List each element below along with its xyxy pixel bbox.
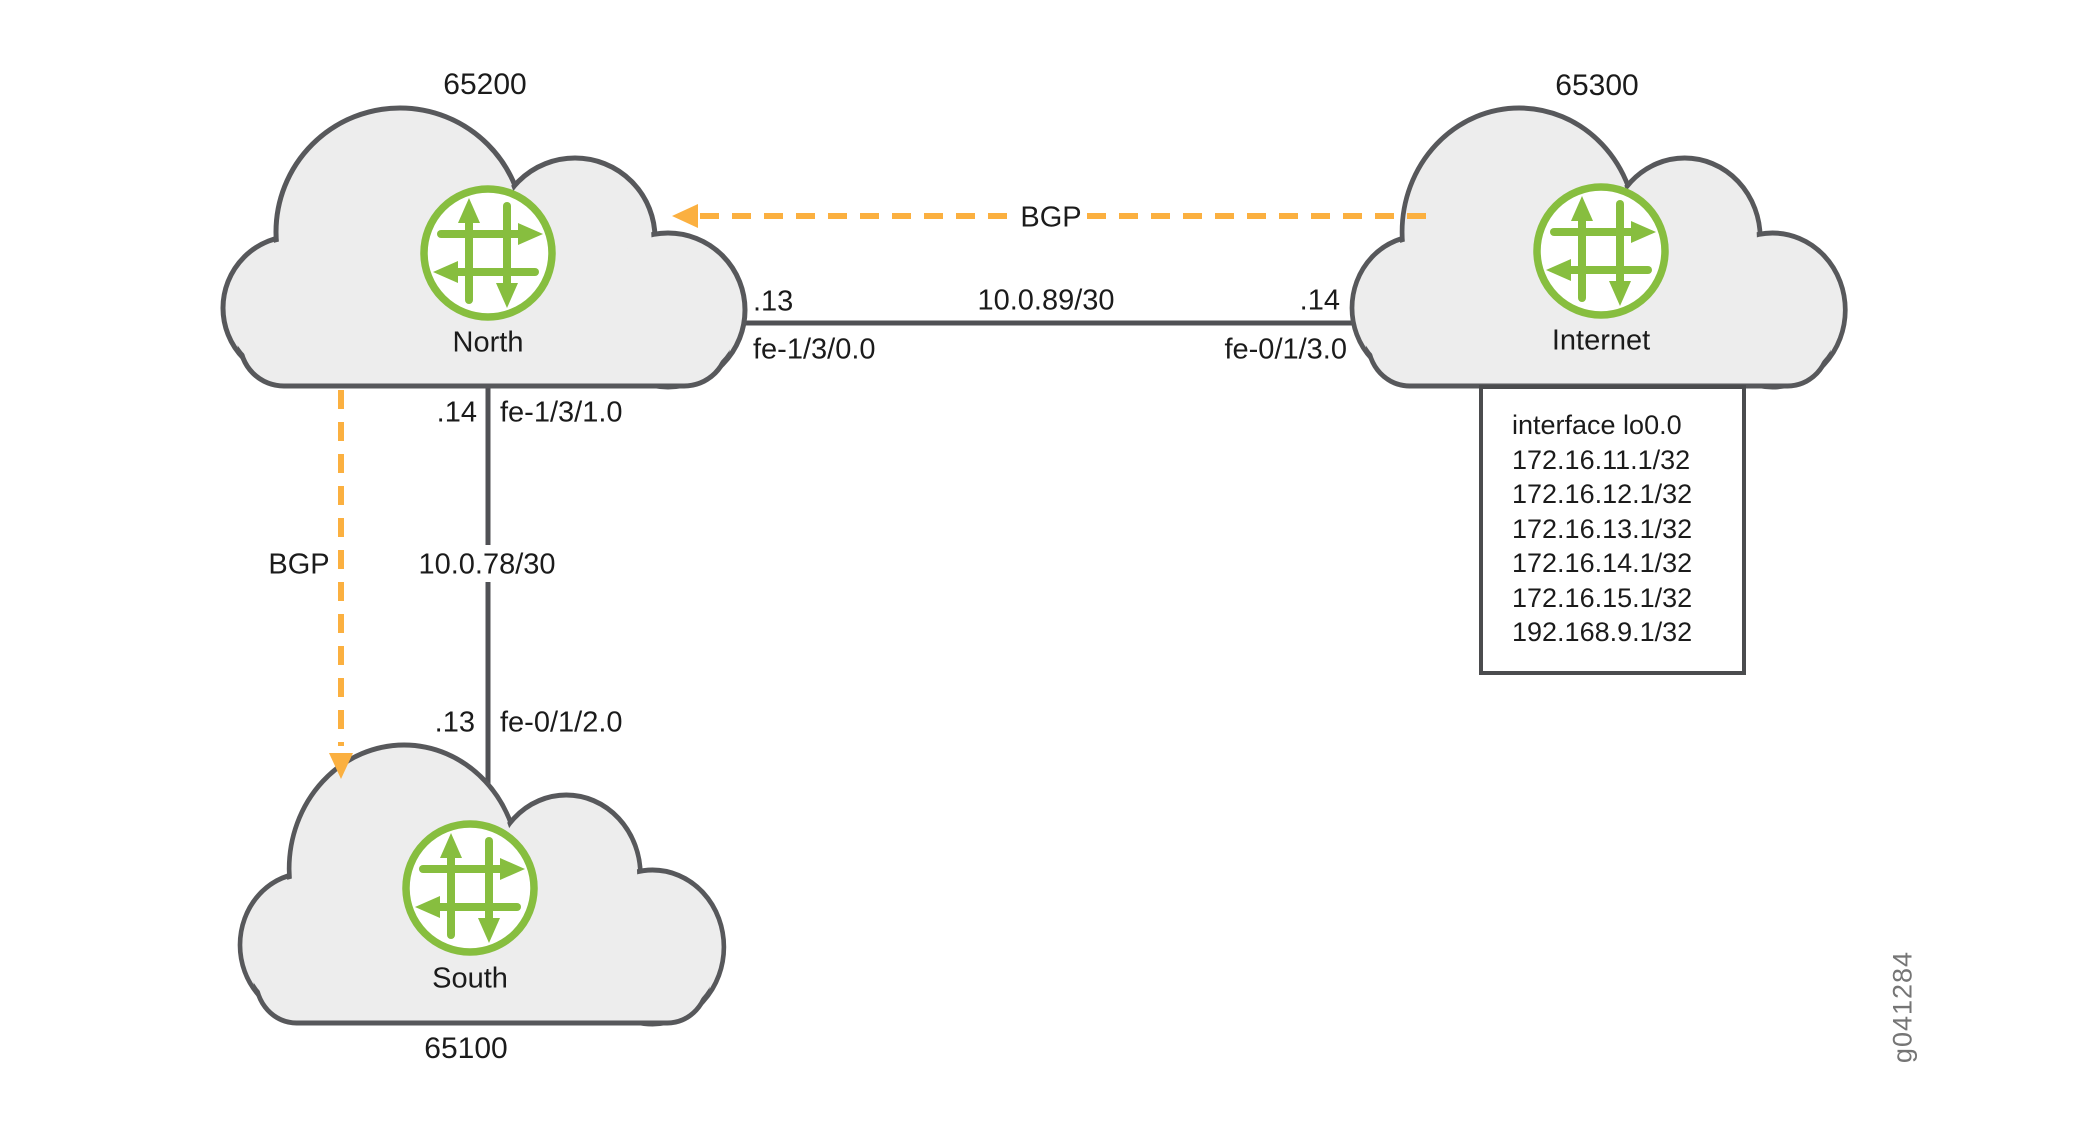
loopback-address: 172.16.11.1/32 (1512, 444, 1691, 475)
figure-id-watermark: g041284 (1887, 950, 1918, 1064)
link-ns-ip-south: .13 (434, 706, 475, 739)
cloud-label-south: South (432, 962, 508, 995)
link-ns-interface-south: fe-0/1/2.0 (500, 706, 623, 739)
bgp-label-horizontal: BGP (1020, 201, 1082, 234)
cloud-label-north: North (452, 326, 524, 359)
as-number-south: 65100 (424, 1032, 508, 1065)
loopback-address: 172.16.15.1/32 (1512, 582, 1693, 613)
loopback-address: 192.168.9.1/32 (1512, 617, 1693, 647)
loopback-address: 172.16.13.1/32 (1512, 513, 1693, 544)
link-ni-interface-north: fe-1/3/0.0 (753, 333, 876, 366)
loopback-address: 172.16.12.1/32 (1512, 479, 1693, 509)
loopback-address: 172.16.14.1/32 (1512, 548, 1693, 578)
link-ns-subnet: 10.0.78/30 (418, 548, 556, 581)
bgp-session-north-to-south (329, 390, 353, 779)
physical-links (485, 320, 1360, 800)
link-ns-interface-north: fe-1/3/1.0 (500, 396, 623, 429)
juniper-router-icon-internet (1537, 187, 1665, 315)
link-ni-ip-internet: .14 (1299, 284, 1340, 317)
bgp-label-vertical: BGP (268, 548, 330, 581)
link-ni-interface-internet: fe-0/1/3.0 (1224, 333, 1347, 366)
cloud-label-internet: Internet (1551, 324, 1651, 357)
link-ni-ip-north: .13 (753, 285, 794, 318)
loopback-box-title: interface lo0.0 (1512, 410, 1682, 440)
link-ns-ip-north: .14 (436, 396, 477, 429)
loopback-address-box: interface lo0.0 172.16.11.1/32 172.16.12… (1479, 385, 1746, 675)
link-ni-subnet: 10.0.89/30 (977, 284, 1115, 317)
as-number-internet: 65300 (1555, 69, 1639, 102)
juniper-router-icon-south (406, 824, 534, 952)
arrowhead-down-icon (329, 753, 353, 779)
bgp-session-internet-to-north (672, 204, 1433, 228)
as-number-north: 65200 (443, 68, 527, 101)
arrowhead-left-icon (672, 204, 698, 228)
juniper-router-icon-north (424, 189, 552, 317)
